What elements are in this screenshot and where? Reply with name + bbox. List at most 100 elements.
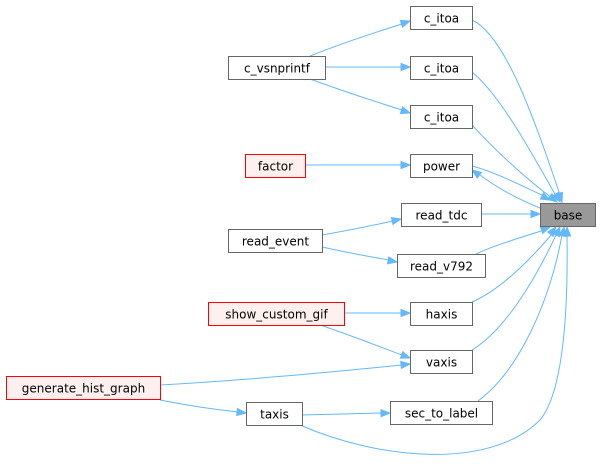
node-box	[397, 254, 486, 278]
edge-line	[471, 165, 545, 197]
edge-line	[479, 174, 541, 209]
node-label: c_itoa	[424, 12, 459, 26]
arrowhead	[390, 216, 403, 226]
edge-show_custom_gif-to-haxis	[344, 308, 412, 318]
edge-line	[309, 23, 403, 57]
node-box	[208, 302, 345, 326]
arrowhead	[470, 169, 483, 179]
node-label: power	[423, 160, 460, 174]
node-c_itoa_3[interactable]: c_itoa	[410, 105, 473, 129]
node-box	[390, 401, 493, 425]
node-c_vsnprintf[interactable]: c_vsnprintf	[228, 56, 326, 80]
node-sec_to_label[interactable]: sec_to_label	[390, 401, 493, 425]
arrowhead	[399, 350, 412, 359]
edge-base-to-power	[470, 169, 541, 209]
node-label: taxis	[260, 408, 289, 422]
edge-read_tdc-to-base	[481, 209, 542, 219]
arrowhead	[551, 191, 561, 204]
node-label: c_itoa	[424, 62, 459, 76]
edge-c_vsnprintf-to-c_itoa_2	[325, 62, 412, 72]
edge-c_itoa_3-to-base	[471, 124, 559, 203]
arrowhead	[530, 209, 542, 219]
arrowhead	[562, 225, 572, 237]
edge-line	[159, 364, 403, 386]
node-box	[410, 350, 473, 374]
node-box	[540, 203, 596, 227]
node-label: c_vsnprintf	[244, 62, 311, 76]
node-vaxis[interactable]: vaxis	[410, 350, 473, 374]
edge-sec_to_label-to-base	[477, 225, 567, 402]
edge-c_vsnprintf-to-c_itoa_1	[309, 19, 412, 57]
arrowhead	[400, 308, 412, 318]
edge-c_itoa_1-to-base	[471, 19, 564, 204]
node-label: show_custom_gif	[225, 308, 328, 322]
node-taxis[interactable]: taxis	[246, 402, 303, 426]
edge-line	[471, 19, 561, 196]
node-label: vaxis	[426, 356, 457, 370]
arrowhead	[539, 191, 552, 201]
arrowhead	[380, 408, 392, 418]
edge-line	[309, 78, 403, 111]
node-label: base	[554, 209, 583, 223]
edge-line	[471, 234, 557, 351]
edge-line	[471, 71, 557, 197]
edge-vaxis-to-base	[471, 225, 561, 351]
edge-line	[319, 324, 403, 356]
node-label: factor	[258, 160, 293, 174]
node-label: generate_hist_graph	[22, 382, 145, 396]
edge-line	[299, 235, 568, 455]
node-show_custom_gif[interactable]: show_custom_gif	[208, 302, 345, 326]
node-box	[246, 402, 303, 426]
edge-read_event-to-read_v792	[321, 246, 399, 265]
arrowhead	[400, 360, 412, 370]
edge-line	[471, 233, 553, 303]
node-read_v792[interactable]: read_v792	[397, 254, 486, 278]
edge-line	[477, 234, 563, 402]
edge-line	[159, 399, 239, 413]
node-power[interactable]: power	[410, 154, 473, 178]
edge-read_event-to-read_tdc	[321, 216, 403, 236]
edge-generate_hist_graph-to-taxis	[159, 399, 248, 417]
arrowhead	[399, 106, 412, 115]
edge-c_vsnprintf-to-c_itoa_3	[309, 78, 412, 115]
edge-generate_hist_graph-to-vaxis	[159, 360, 412, 386]
edge-factor-to-power	[305, 160, 412, 170]
node-label: sec_to_label	[405, 407, 478, 421]
arrowhead	[399, 19, 412, 28]
node-label: c_itoa	[424, 111, 459, 125]
node-box	[245, 154, 306, 178]
arrowhead	[400, 62, 412, 72]
edge-line	[471, 124, 553, 199]
node-c_itoa_1[interactable]: c_itoa	[410, 6, 473, 30]
node-box	[410, 56, 473, 80]
edge-taxis-to-sec_to_label	[301, 408, 392, 418]
node-box	[228, 229, 323, 253]
node-read_event[interactable]: read_event	[228, 229, 323, 253]
node-box	[6, 376, 161, 400]
edge-show_custom_gif-to-vaxis	[319, 324, 412, 359]
edge-line	[301, 412, 383, 416]
node-label: read_event	[242, 235, 309, 249]
node-label: haxis	[426, 308, 458, 322]
node-label: read_v792	[410, 260, 473, 274]
node-haxis[interactable]: haxis	[410, 302, 473, 326]
arrowhead	[386, 256, 399, 265]
arrowhead	[236, 407, 248, 417]
edge-read_v792-to-base	[475, 226, 552, 255]
arrowhead	[400, 160, 412, 170]
node-box	[410, 105, 473, 129]
node-generate_hist_graph[interactable]: generate_hist_graph	[6, 376, 161, 400]
edge-line	[475, 229, 545, 255]
node-box	[401, 203, 482, 227]
node-box	[410, 154, 473, 178]
node-read_tdc[interactable]: read_tdc	[401, 203, 482, 227]
node-box	[228, 56, 326, 80]
edge-c_itoa_2-to-base	[471, 71, 561, 204]
node-c_itoa_2[interactable]: c_itoa	[410, 56, 473, 80]
node-factor[interactable]: factor	[245, 154, 306, 178]
edge-line	[321, 220, 394, 236]
edge-line	[321, 246, 390, 261]
node-base[interactable]: base	[540, 203, 596, 227]
node-box	[410, 6, 473, 30]
